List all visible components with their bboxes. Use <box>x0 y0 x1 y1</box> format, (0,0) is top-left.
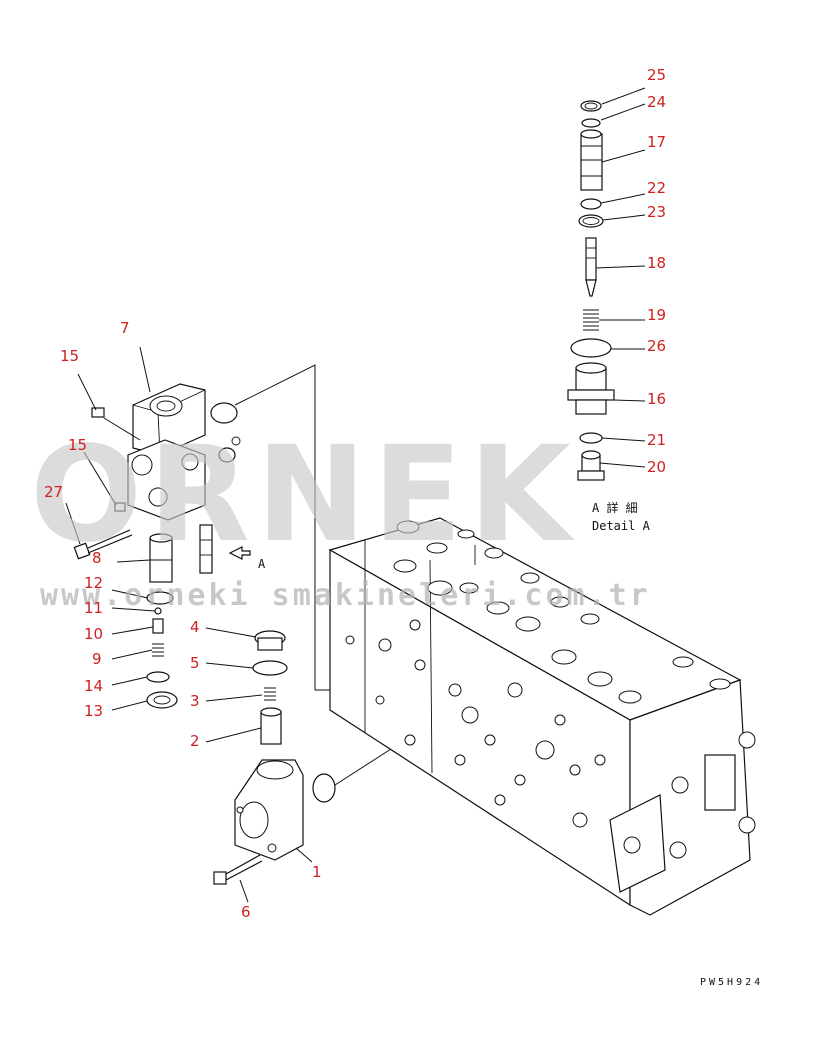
detail-caption-en: Detail A <box>592 519 651 533</box>
callout-25: 25 <box>647 66 666 84</box>
main-valve-block <box>328 517 756 916</box>
callout-labels: 25 24 17 22 23 18 19 26 16 21 20 7 15 15… <box>44 66 666 921</box>
callout-22: 22 <box>647 179 666 197</box>
callout-10: 10 <box>84 625 103 643</box>
callout-5: 5 <box>190 654 200 672</box>
callout-11: 11 <box>84 599 103 617</box>
callout-16: 16 <box>647 390 666 408</box>
middle-left-assembly <box>213 630 336 885</box>
watermark: ORNEK www.orneki smakineleri.com.tr <box>30 418 651 613</box>
callout-15-lower: 15 <box>68 436 87 454</box>
callout-20: 20 <box>647 458 666 476</box>
callout-18: 18 <box>647 254 666 272</box>
detail-caption: A 詳 細 Detail A <box>592 500 651 533</box>
detail-a-leaders <box>595 87 646 468</box>
callout-1: 1 <box>312 863 322 881</box>
upper-left-assembly: A <box>73 383 266 709</box>
detail-a-assembly <box>567 100 615 481</box>
callout-26: 26 <box>647 337 666 355</box>
callout-2: 2 <box>190 732 200 750</box>
callout-8: 8 <box>92 549 102 567</box>
callout-27: 27 <box>44 483 63 501</box>
detail-caption-jp: A 詳 細 <box>592 500 638 515</box>
upper-left-leaders <box>65 346 330 711</box>
callout-23: 23 <box>647 203 666 221</box>
callout-14: 14 <box>84 677 103 695</box>
callout-6: 6 <box>241 903 251 921</box>
callout-3: 3 <box>190 692 200 710</box>
callout-17: 17 <box>647 133 666 151</box>
callout-12: 12 <box>84 574 103 592</box>
callout-19: 19 <box>647 306 666 324</box>
callout-4: 4 <box>190 618 200 636</box>
callout-24: 24 <box>647 93 666 111</box>
callout-15-top: 15 <box>60 347 79 365</box>
watermark-brand: ORNEK <box>30 418 577 572</box>
callout-13: 13 <box>84 702 103 720</box>
callout-9: 9 <box>92 650 102 668</box>
drawing-code: PW5H924 <box>700 977 763 988</box>
arrow-a-label: A <box>258 557 266 571</box>
callout-21: 21 <box>647 431 666 449</box>
watermark-url: www.orneki smakineleri.com.tr <box>40 578 651 613</box>
callout-7: 7 <box>120 319 130 337</box>
